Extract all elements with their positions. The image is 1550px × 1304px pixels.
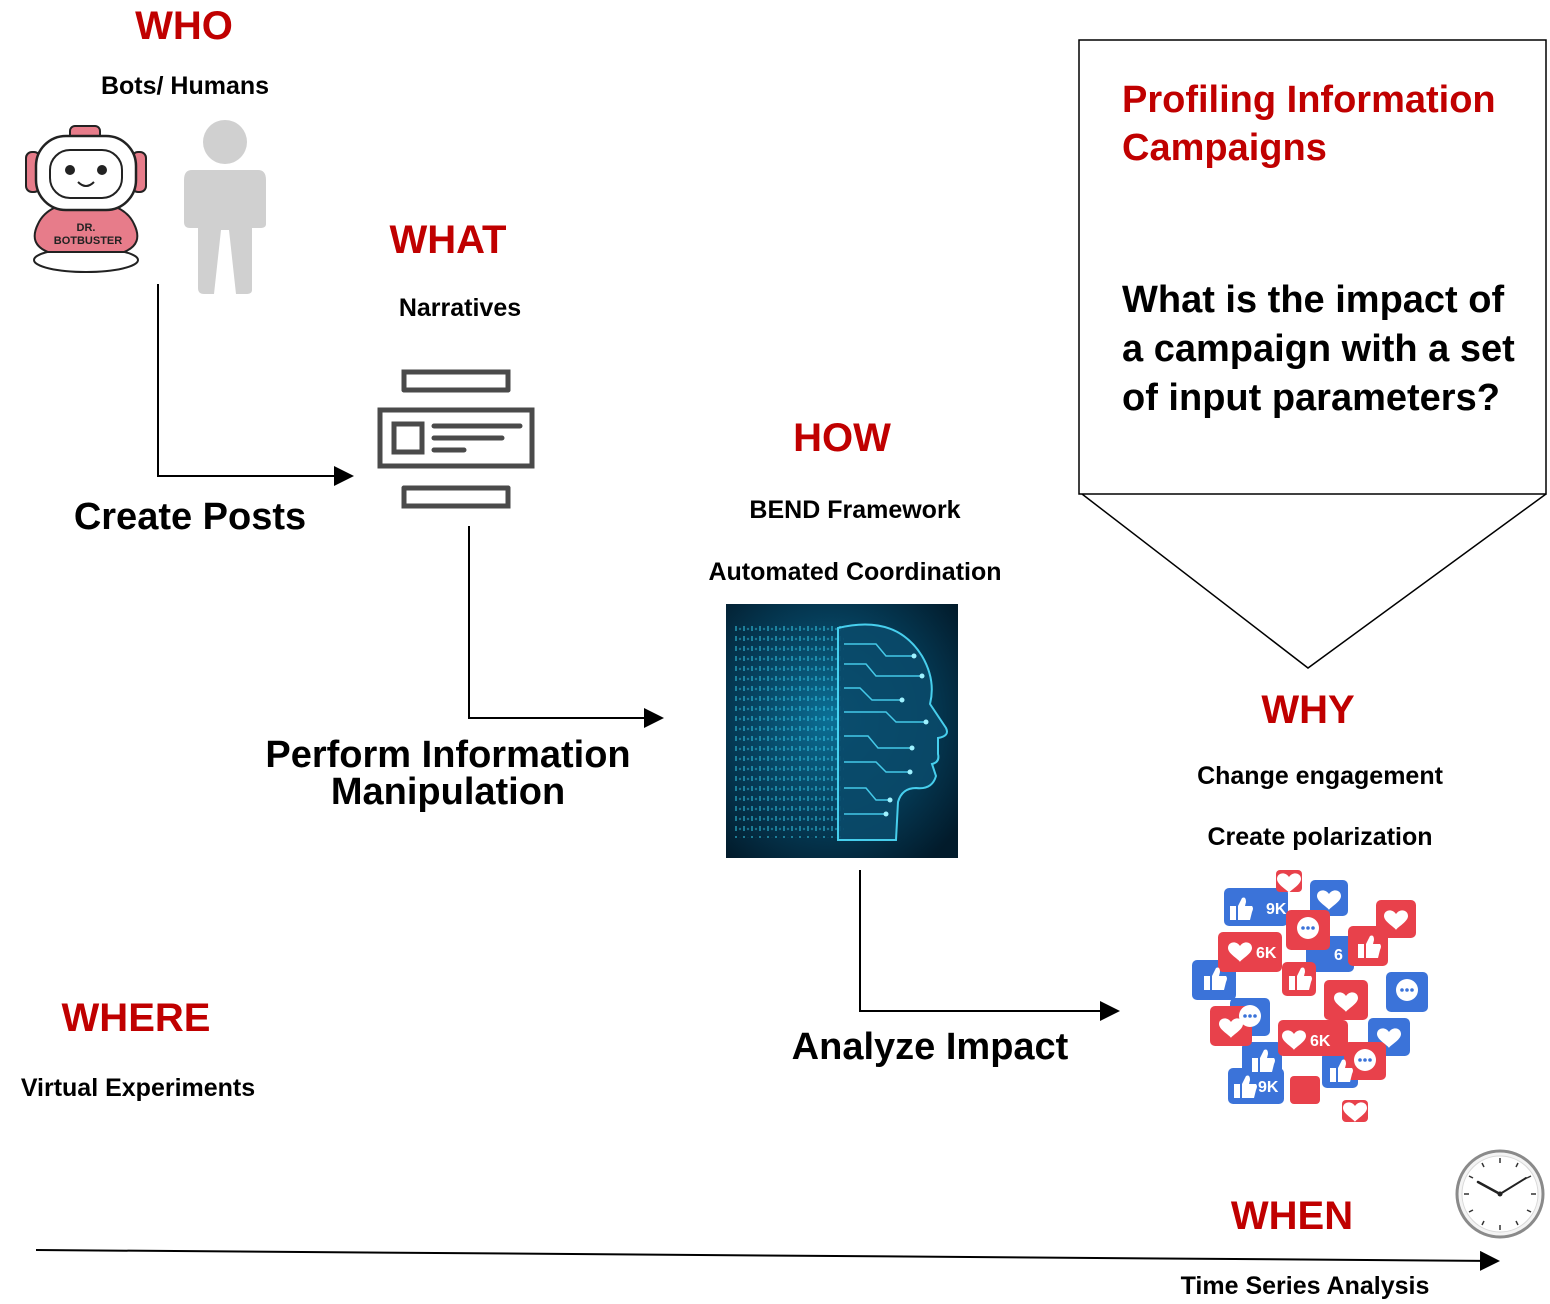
when-title: WHEN (1230, 1194, 1354, 1238)
step-analyze-impact: Analyze Impact (791, 1026, 1069, 1068)
why-subtitle-2: Create polarization (1207, 823, 1433, 851)
arrow-how-to-why (859, 870, 1120, 1021)
reaction-badge-1: 9K (1266, 901, 1287, 918)
arrow-what-to-how (468, 526, 664, 728)
why-title: WHY (1261, 688, 1355, 732)
document-icon (377, 369, 535, 509)
ai-head-icon (726, 604, 958, 858)
step-create-posts: Create Posts (73, 496, 307, 538)
social-reactions-icon: 9K 6K 6 6K 9K (1192, 870, 1428, 1122)
reaction-badge-2: 6K (1256, 945, 1277, 962)
how-subtitle-2: Automated Coordination (708, 558, 1002, 586)
who-subtitle: Bots/ Humans (100, 72, 270, 100)
where-title: WHERE (61, 996, 211, 1040)
reaction-badge-3: 6K (1310, 1033, 1331, 1050)
human-icon (184, 120, 266, 294)
where-subtitle: Virtual Experiments (20, 1074, 256, 1102)
step-manipulate-line1: Perform Information (265, 734, 631, 776)
what-subtitle: Narratives (398, 294, 522, 322)
clock-icon (1455, 1149, 1545, 1239)
reaction-badge-5: 6 (1334, 947, 1343, 964)
arrow-who-to-what (157, 284, 354, 486)
timeline-arrow (35, 1249, 1500, 1271)
reaction-badge-4: 9K (1258, 1079, 1279, 1096)
callout-pointer (1081, 493, 1547, 669)
when-subtitle: Time Series Analysis (1180, 1272, 1430, 1300)
step-manipulate-line2: Manipulation (330, 771, 566, 813)
how-subtitle-1: BEND Framework (749, 496, 961, 524)
svg-text:DR.: DR. (77, 222, 96, 234)
robot-icon: DR. BOTBUSTER (25, 125, 147, 273)
callout-question: What is the impact of a campaign with a … (1122, 279, 1515, 419)
who-title: WHO (135, 4, 233, 48)
callout-title: Profiling Information Campaigns (1122, 79, 1496, 169)
svg-text:BOTBUSTER: BOTBUSTER (54, 235, 123, 247)
how-title: HOW (793, 416, 891, 460)
what-title: WHAT (389, 218, 507, 262)
why-subtitle-1: Change engagement (1197, 762, 1443, 790)
